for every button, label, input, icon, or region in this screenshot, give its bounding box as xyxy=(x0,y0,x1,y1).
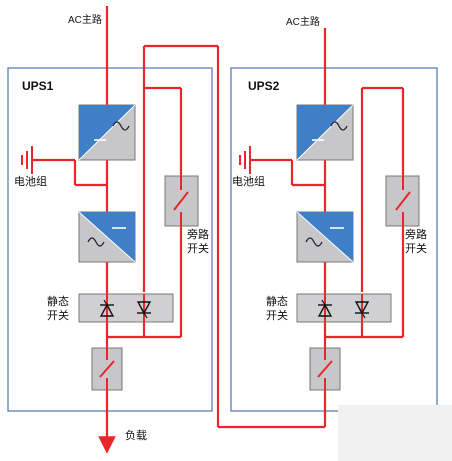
ups1-bypass-switch-label-1: 旁路 xyxy=(187,229,209,241)
load-label: 负载 xyxy=(125,430,147,442)
watermark-area xyxy=(338,405,452,461)
ups1-title: UPS1 xyxy=(22,79,54,93)
ups1-wiring xyxy=(32,6,327,454)
ups1-battery-label: 电池组 xyxy=(14,176,47,188)
ups2-output-switch-icon xyxy=(309,347,341,391)
ups2-battery-icon xyxy=(239,146,251,174)
ups1-static-switch-label-1: 静态 xyxy=(47,296,69,308)
ups1-static-switch-icon xyxy=(78,293,174,323)
ups2-title: UPS2 xyxy=(248,79,280,93)
ups2-inverter-icon xyxy=(296,211,354,263)
ups2-wiring xyxy=(250,28,405,348)
ups2-bypass-switch-label-2: 开关 xyxy=(405,243,427,255)
ups1-output-switch-icon xyxy=(91,347,123,391)
ups2-frame xyxy=(230,67,438,412)
ups1-frame xyxy=(7,67,213,412)
ups2-static-switch-icon xyxy=(296,293,392,323)
ups2-rectifier-icon xyxy=(296,104,354,161)
ups2-ac-main-label: AC主路 xyxy=(286,17,320,28)
ups1-battery-icon xyxy=(21,146,33,174)
ups2-static-switch-label-1: 静态 xyxy=(266,296,288,308)
ups2-bypass-switch-label-1: 旁路 xyxy=(405,229,427,241)
ups1-inverter-icon xyxy=(78,211,136,263)
ups1-static-switch-label-2: 开关 xyxy=(47,310,69,322)
ups2-bypass-switch-icon xyxy=(385,175,420,227)
ups2-battery-label: 电池组 xyxy=(232,176,265,188)
ups1-rectifier-icon xyxy=(78,104,136,161)
ups1-bypass-switch-icon xyxy=(164,175,199,227)
ups1-bypass-switch-label-2: 开关 xyxy=(187,243,209,255)
ups1-ac-main-label: AC主路 xyxy=(68,15,102,26)
ups2-static-switch-label-2: 开关 xyxy=(266,310,288,322)
